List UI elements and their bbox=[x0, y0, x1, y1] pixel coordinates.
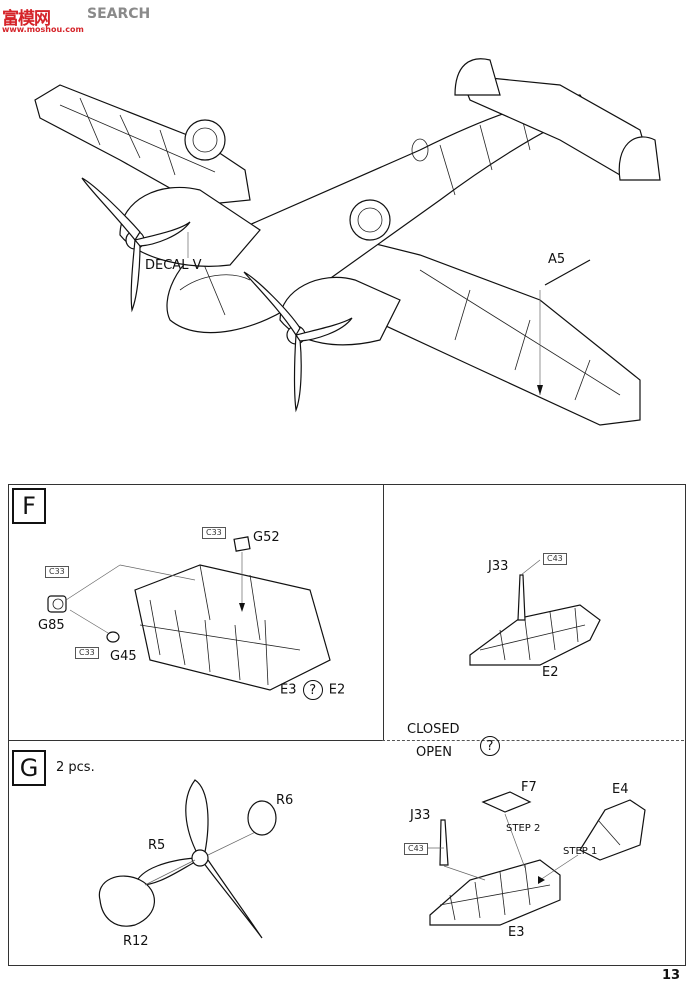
color-c33-g85: C33 bbox=[45, 566, 69, 578]
open-label: OPEN bbox=[416, 745, 453, 760]
part-j33-label-open: J33 bbox=[410, 808, 431, 823]
step-g-quantity: 2 pcs. bbox=[56, 760, 95, 775]
closed-open-question-icon: ? bbox=[480, 736, 500, 756]
watermark-search-text: SEARCH bbox=[87, 6, 151, 22]
step-f-marker: F bbox=[12, 488, 46, 524]
part-e3-label: E3 bbox=[508, 925, 525, 940]
part-a5-label: A5 bbox=[548, 252, 566, 267]
color-c43-open: C43 bbox=[404, 843, 428, 855]
color-c33-g45: C33 bbox=[75, 647, 99, 659]
option-right: E2 bbox=[328, 682, 346, 698]
part-e2-label: E2 bbox=[542, 665, 559, 680]
site-watermark: 富模网 SEARCH www.moshou.com bbox=[2, 2, 162, 42]
step-g-marker: G bbox=[12, 750, 46, 786]
step-f-letter: F bbox=[22, 492, 36, 520]
aircraft-illustration bbox=[34, 58, 661, 426]
step-g-divider bbox=[8, 740, 382, 742]
watermark-url: www.moshou.com bbox=[2, 25, 84, 34]
page-number: 13 bbox=[662, 968, 681, 983]
step-1-label: STEP 1 bbox=[563, 846, 598, 857]
color-c33-g52: C33 bbox=[202, 527, 226, 539]
step-f-panel bbox=[8, 484, 384, 741]
step-g-letter: G bbox=[19, 754, 39, 782]
step-2-label: STEP 2 bbox=[506, 823, 541, 834]
part-g85-label: G85 bbox=[38, 618, 65, 633]
part-e4-label: E4 bbox=[612, 782, 629, 797]
closed-open-divider bbox=[382, 740, 684, 742]
right-propeller bbox=[243, 271, 353, 413]
decal-v-label: DECAL V bbox=[145, 258, 202, 273]
part-f7-label: F7 bbox=[521, 780, 537, 795]
part-j33-label-f: J33 bbox=[488, 559, 509, 574]
part-g52-label: G52 bbox=[253, 530, 280, 545]
part-r6-label: R6 bbox=[276, 793, 294, 808]
left-propeller bbox=[81, 177, 191, 313]
closed-label: CLOSED bbox=[407, 722, 460, 737]
color-c43-f: C43 bbox=[543, 553, 567, 565]
part-r5-label: R5 bbox=[148, 838, 166, 853]
watermark-logo: 富模网 bbox=[2, 9, 51, 29]
part-r12-label: R12 bbox=[123, 934, 149, 949]
option-question-icon: ? bbox=[302, 680, 323, 700]
option-left: E3 bbox=[280, 682, 297, 698]
part-g45-label: G45 bbox=[110, 649, 137, 664]
option-e3-e2: E3 ? E2 bbox=[280, 680, 345, 700]
